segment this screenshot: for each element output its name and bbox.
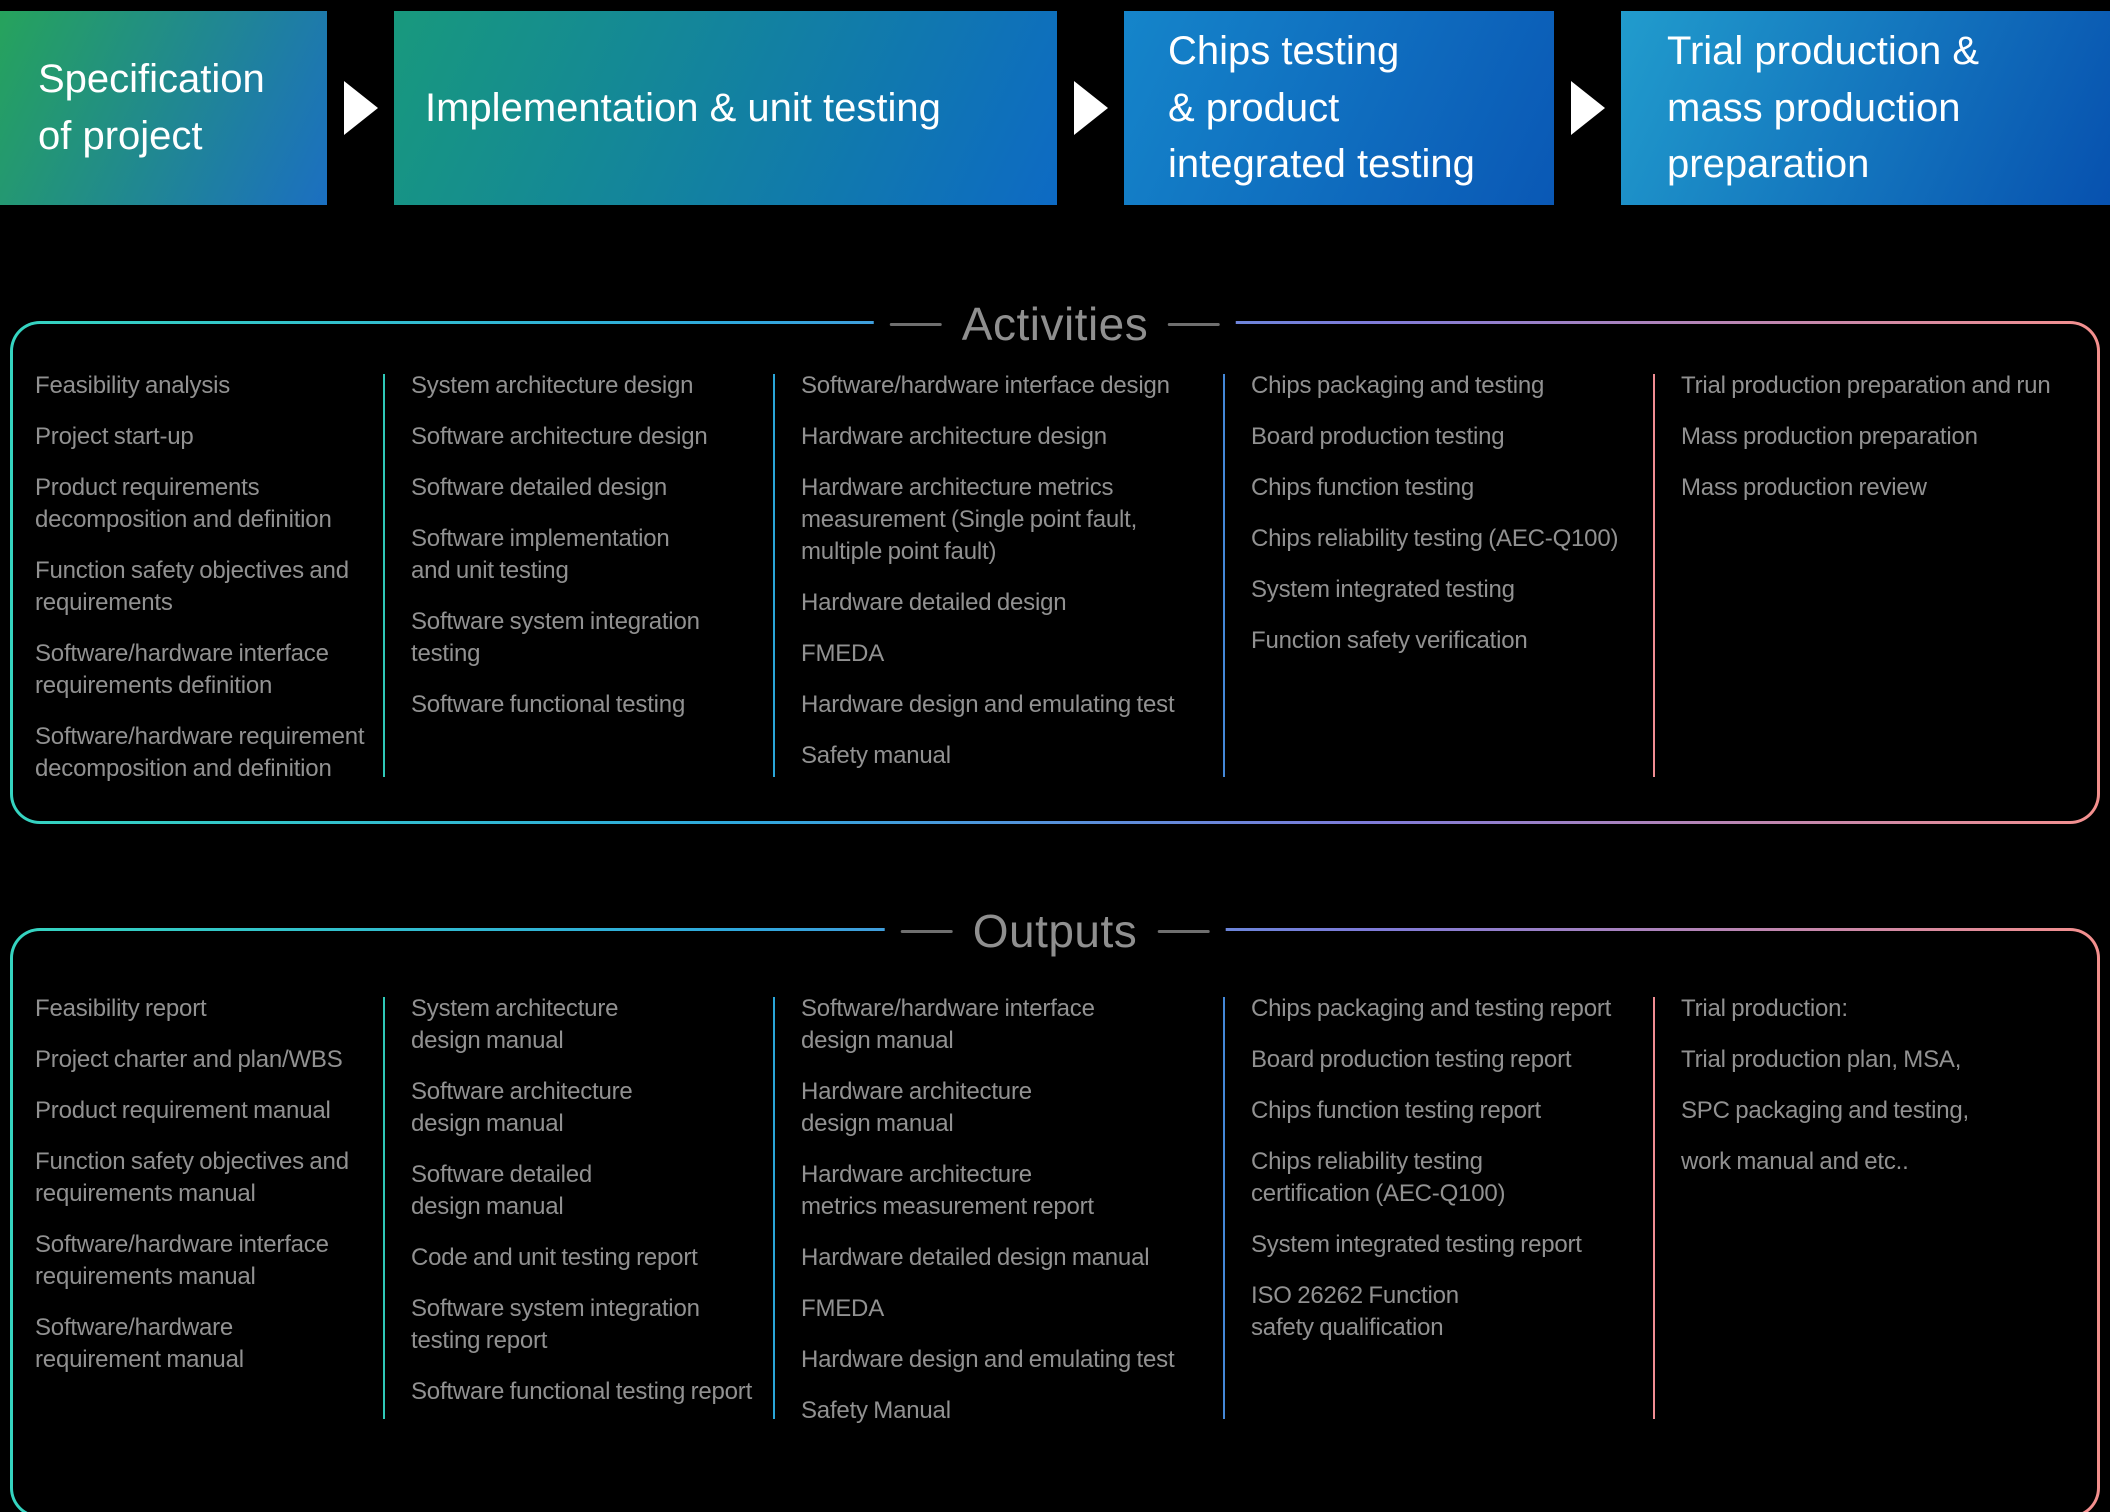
output-item: FMEDA — [801, 1295, 885, 1322]
activity-item: Mass production review — [1681, 474, 1927, 501]
activity-item: Function safety objectives and requireme… — [35, 557, 349, 616]
output-item: Product requirement manual — [35, 1097, 331, 1124]
output-item: Software system integration testing repo… — [411, 1295, 700, 1354]
activity-item: Software detailed design — [411, 474, 668, 501]
activities-title: Activities — [873, 295, 1237, 353]
activity-item: Software functional testing — [411, 691, 686, 718]
output-item: Hardware detailed design manual — [801, 1244, 1150, 1271]
activity-item: Chips function testing — [1251, 474, 1475, 501]
activity-item: Hardware architecture design — [801, 423, 1107, 450]
arrow-right-icon — [343, 81, 378, 135]
stage-separator — [1057, 11, 1124, 205]
activity-item: Function safety verification — [1251, 627, 1528, 654]
output-item: Software detailed design manual — [411, 1161, 593, 1220]
stage-specification-of-project: Specification of project — [0, 11, 327, 205]
arrow-right-icon — [1570, 81, 1605, 135]
activity-item: Software/hardware interface design — [801, 372, 1170, 399]
stage-separator — [327, 11, 394, 205]
activity-item: FMEDA — [801, 640, 885, 667]
stage-label: Trial production & mass production prepa… — [1667, 28, 1979, 187]
activity-item: Feasibility analysis — [35, 372, 231, 399]
outputs-column-production: Trial production: Trial production plan, … — [1653, 993, 2085, 1427]
output-item: ISO 26262 Function safety qualification — [1251, 1282, 1459, 1341]
output-item: System architecture design manual — [411, 995, 619, 1054]
stage-row: Specification of project Implementation … — [0, 11, 2110, 205]
stage-label: Implementation & unit testing — [425, 85, 941, 130]
output-item: Software architecture design manual — [411, 1078, 633, 1137]
output-item: Function safety objectives and requireme… — [35, 1148, 349, 1207]
activity-item: Chips packaging and testing — [1251, 372, 1545, 399]
activity-item: Hardware detailed design — [801, 589, 1067, 616]
title-dash-right-icon — [1168, 322, 1221, 326]
output-item: Hardware architecture design manual — [801, 1078, 1032, 1137]
title-dash-left-icon — [900, 929, 953, 933]
output-item: Trial production plan, MSA, — [1681, 1046, 1962, 1073]
output-item: SPC packaging and testing, — [1681, 1097, 1969, 1124]
activity-item: Chips reliability testing (AEC-Q100) — [1251, 525, 1619, 552]
activity-item: System architecture design — [411, 372, 694, 399]
activity-item: Software/hardware interface requirements… — [35, 640, 329, 699]
activity-item: Hardware design and emulating test — [801, 691, 1175, 718]
activities-title-text: Activities — [961, 298, 1149, 350]
output-item: Software/hardware requirement manual — [35, 1314, 244, 1373]
output-item: Software/hardware interface requirements… — [35, 1231, 329, 1290]
activity-item: Product requirements decomposition and d… — [35, 474, 332, 533]
activity-item: Software architecture design — [411, 423, 708, 450]
output-item: Safety Manual — [801, 1397, 951, 1424]
activity-item: Trial production preparation and run — [1681, 372, 2051, 399]
output-item: System integrated testing report — [1251, 1231, 1582, 1258]
chip-development-process-diagram: Specification of project Implementation … — [0, 11, 2110, 1512]
activity-item: Safety manual — [801, 742, 951, 769]
stage-implementation-unit-testing: Implementation & unit testing — [394, 11, 1057, 205]
outputs-title: Outputs — [884, 902, 1226, 960]
activity-item: System integrated testing — [1251, 576, 1515, 603]
stage-separator — [1554, 11, 1621, 205]
activity-item: Board production testing — [1251, 423, 1505, 450]
output-item: work manual and etc.. — [1681, 1148, 1909, 1175]
output-item: Project charter and plan/WBS — [35, 1046, 343, 1073]
title-dash-left-icon — [889, 322, 942, 326]
activity-item: Software implementation and unit testing — [411, 525, 670, 584]
output-item: Board production testing report — [1251, 1046, 1572, 1073]
outputs-title-text: Outputs — [972, 905, 1138, 957]
stage-trial-mass-production: Trial production & mass production prepa… — [1621, 11, 2110, 205]
activity-item: Project start-up — [35, 423, 194, 450]
activity-item: Hardware architecture metrics measuremen… — [801, 474, 1138, 565]
activity-item: Software system integration testing — [411, 608, 700, 667]
output-item: Chips packaging and testing report — [1251, 995, 1612, 1022]
output-item: Software/hardware interface design manua… — [801, 995, 1095, 1054]
output-item: Hardware architecture metrics measuremen… — [801, 1161, 1094, 1220]
output-item: Software functional testing report — [411, 1378, 753, 1405]
activity-item: Software/hardware requirement decomposit… — [35, 723, 365, 782]
output-item: Feasibility report — [35, 995, 207, 1022]
output-item: Code and unit testing report — [411, 1244, 698, 1271]
stage-label: Specification of project — [38, 57, 265, 158]
output-item: Chips reliability testing certification … — [1251, 1148, 1506, 1207]
outputs-column-hardware: Software/hardware interface design manua… — [773, 993, 1223, 1427]
arrow-right-icon — [1073, 81, 1108, 135]
stage-label: Chips testing & product integrated testi… — [1168, 28, 1475, 187]
stage-chips-product-testing: Chips testing & product integrated testi… — [1124, 11, 1554, 205]
output-item: Hardware design and emulating test — [801, 1346, 1175, 1373]
activity-item: Mass production preparation — [1681, 423, 1978, 450]
output-item: Chips function testing report — [1251, 1097, 1542, 1124]
title-dash-right-icon — [1157, 929, 1210, 933]
output-item: Trial production: — [1681, 995, 1848, 1022]
